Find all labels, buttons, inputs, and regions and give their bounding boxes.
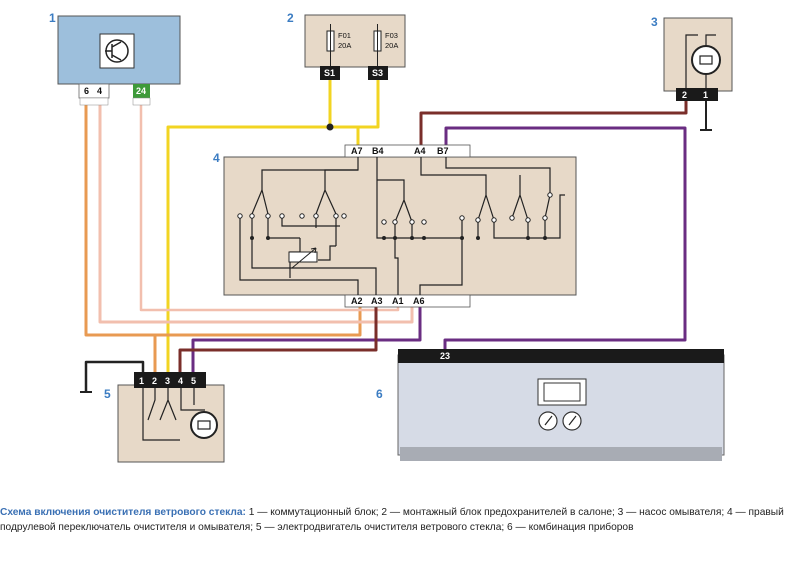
pink-wire-24: [139, 105, 400, 312]
fuse-f03-rating: 20A: [385, 41, 398, 50]
label-3: 3: [651, 15, 658, 29]
cluster-pin-23: 23: [440, 351, 450, 361]
pump-pin-2: 2: [682, 90, 687, 100]
motor-pin-4: 4: [178, 376, 183, 386]
cluster-connector: [436, 349, 456, 362]
brown-wire-a4: [419, 100, 688, 155]
motor-pin-2: 2: [152, 376, 157, 386]
washer-pump: 3 2 1: [651, 15, 733, 101]
label-1: 1: [49, 11, 56, 25]
pump-pin-1: 1: [703, 90, 708, 100]
pin-a4: A4: [414, 146, 426, 156]
brown-wire-a3: [178, 305, 378, 372]
pin-a7: A7: [351, 146, 363, 156]
pin-s3-box: [368, 66, 388, 80]
motor-pin-5: 5: [191, 376, 196, 386]
wiper-motor-icon: [190, 411, 218, 439]
label-5: 5: [104, 387, 111, 401]
motor-pin-3: 3: [165, 376, 170, 386]
fuse-f01-name: F01: [338, 31, 351, 40]
yellow-wire-s3: [358, 80, 380, 129]
pin-4: 4: [97, 86, 102, 96]
resistor-icon: [288, 251, 318, 263]
pin-b4: B4: [372, 146, 384, 156]
switch-contacts: [237, 192, 553, 225]
orange-wire-a2: [155, 305, 362, 337]
pin-a6: A6: [413, 296, 425, 306]
violet-wire-a6: [191, 305, 422, 372]
pin-6: 6: [84, 86, 89, 96]
pin-a3: A3: [371, 296, 383, 306]
label-6: 6: [376, 387, 383, 401]
pin-a2: A2: [351, 296, 363, 306]
yellow-wire: [166, 80, 332, 372]
label-4: 4: [213, 151, 220, 165]
pin-a1: A1: [392, 296, 404, 306]
ground-wire-motor: [84, 360, 145, 392]
motor-pin-1: 1: [139, 376, 144, 386]
fuse-block: 2 F01 20A F03 20A S1 S3: [287, 11, 406, 80]
wiper-motor: 5 1 2 3 4 5: [104, 372, 225, 463]
motor-internal-wiring: [142, 388, 205, 441]
caption-text: 1 — коммутационный блок; 2 — монтажный б…: [0, 507, 784, 533]
pump-motor-icon: [691, 45, 721, 75]
pin-s3: S3: [372, 68, 383, 78]
orange-wire: [84, 105, 157, 372]
caption-title: Схема включения очистителя ветрового сте…: [0, 507, 246, 518]
pump-connector: [676, 88, 718, 101]
figure-caption: Схема включения очистителя ветрового сте…: [0, 505, 785, 535]
fuse-f03-name: F03: [385, 31, 398, 40]
label-2: 2: [287, 11, 294, 25]
pin-b7: B7: [437, 146, 449, 156]
yellow-junction: [326, 123, 334, 131]
fuse-f01-rating: 20A: [338, 41, 351, 50]
pin-s1-box: [320, 66, 340, 80]
wires: [80, 80, 712, 393]
connector-24: [133, 84, 150, 98]
motor-connector: [134, 372, 206, 388]
violet-wire-b7: [443, 126, 687, 355]
column-switch: 4 A7 B4 A4 B7 A2 A3 A1 A6: [213, 144, 577, 308]
switching-block: 1 6 4 24: [49, 11, 181, 106]
switch-internal-wiring: [239, 157, 565, 295]
pin-s1: S1: [324, 68, 335, 78]
pin-24: 24: [136, 86, 146, 96]
instrument-cluster: 6 23: [376, 349, 725, 461]
switch-junctions: [250, 236, 547, 240]
pink-wire: [98, 105, 414, 324]
